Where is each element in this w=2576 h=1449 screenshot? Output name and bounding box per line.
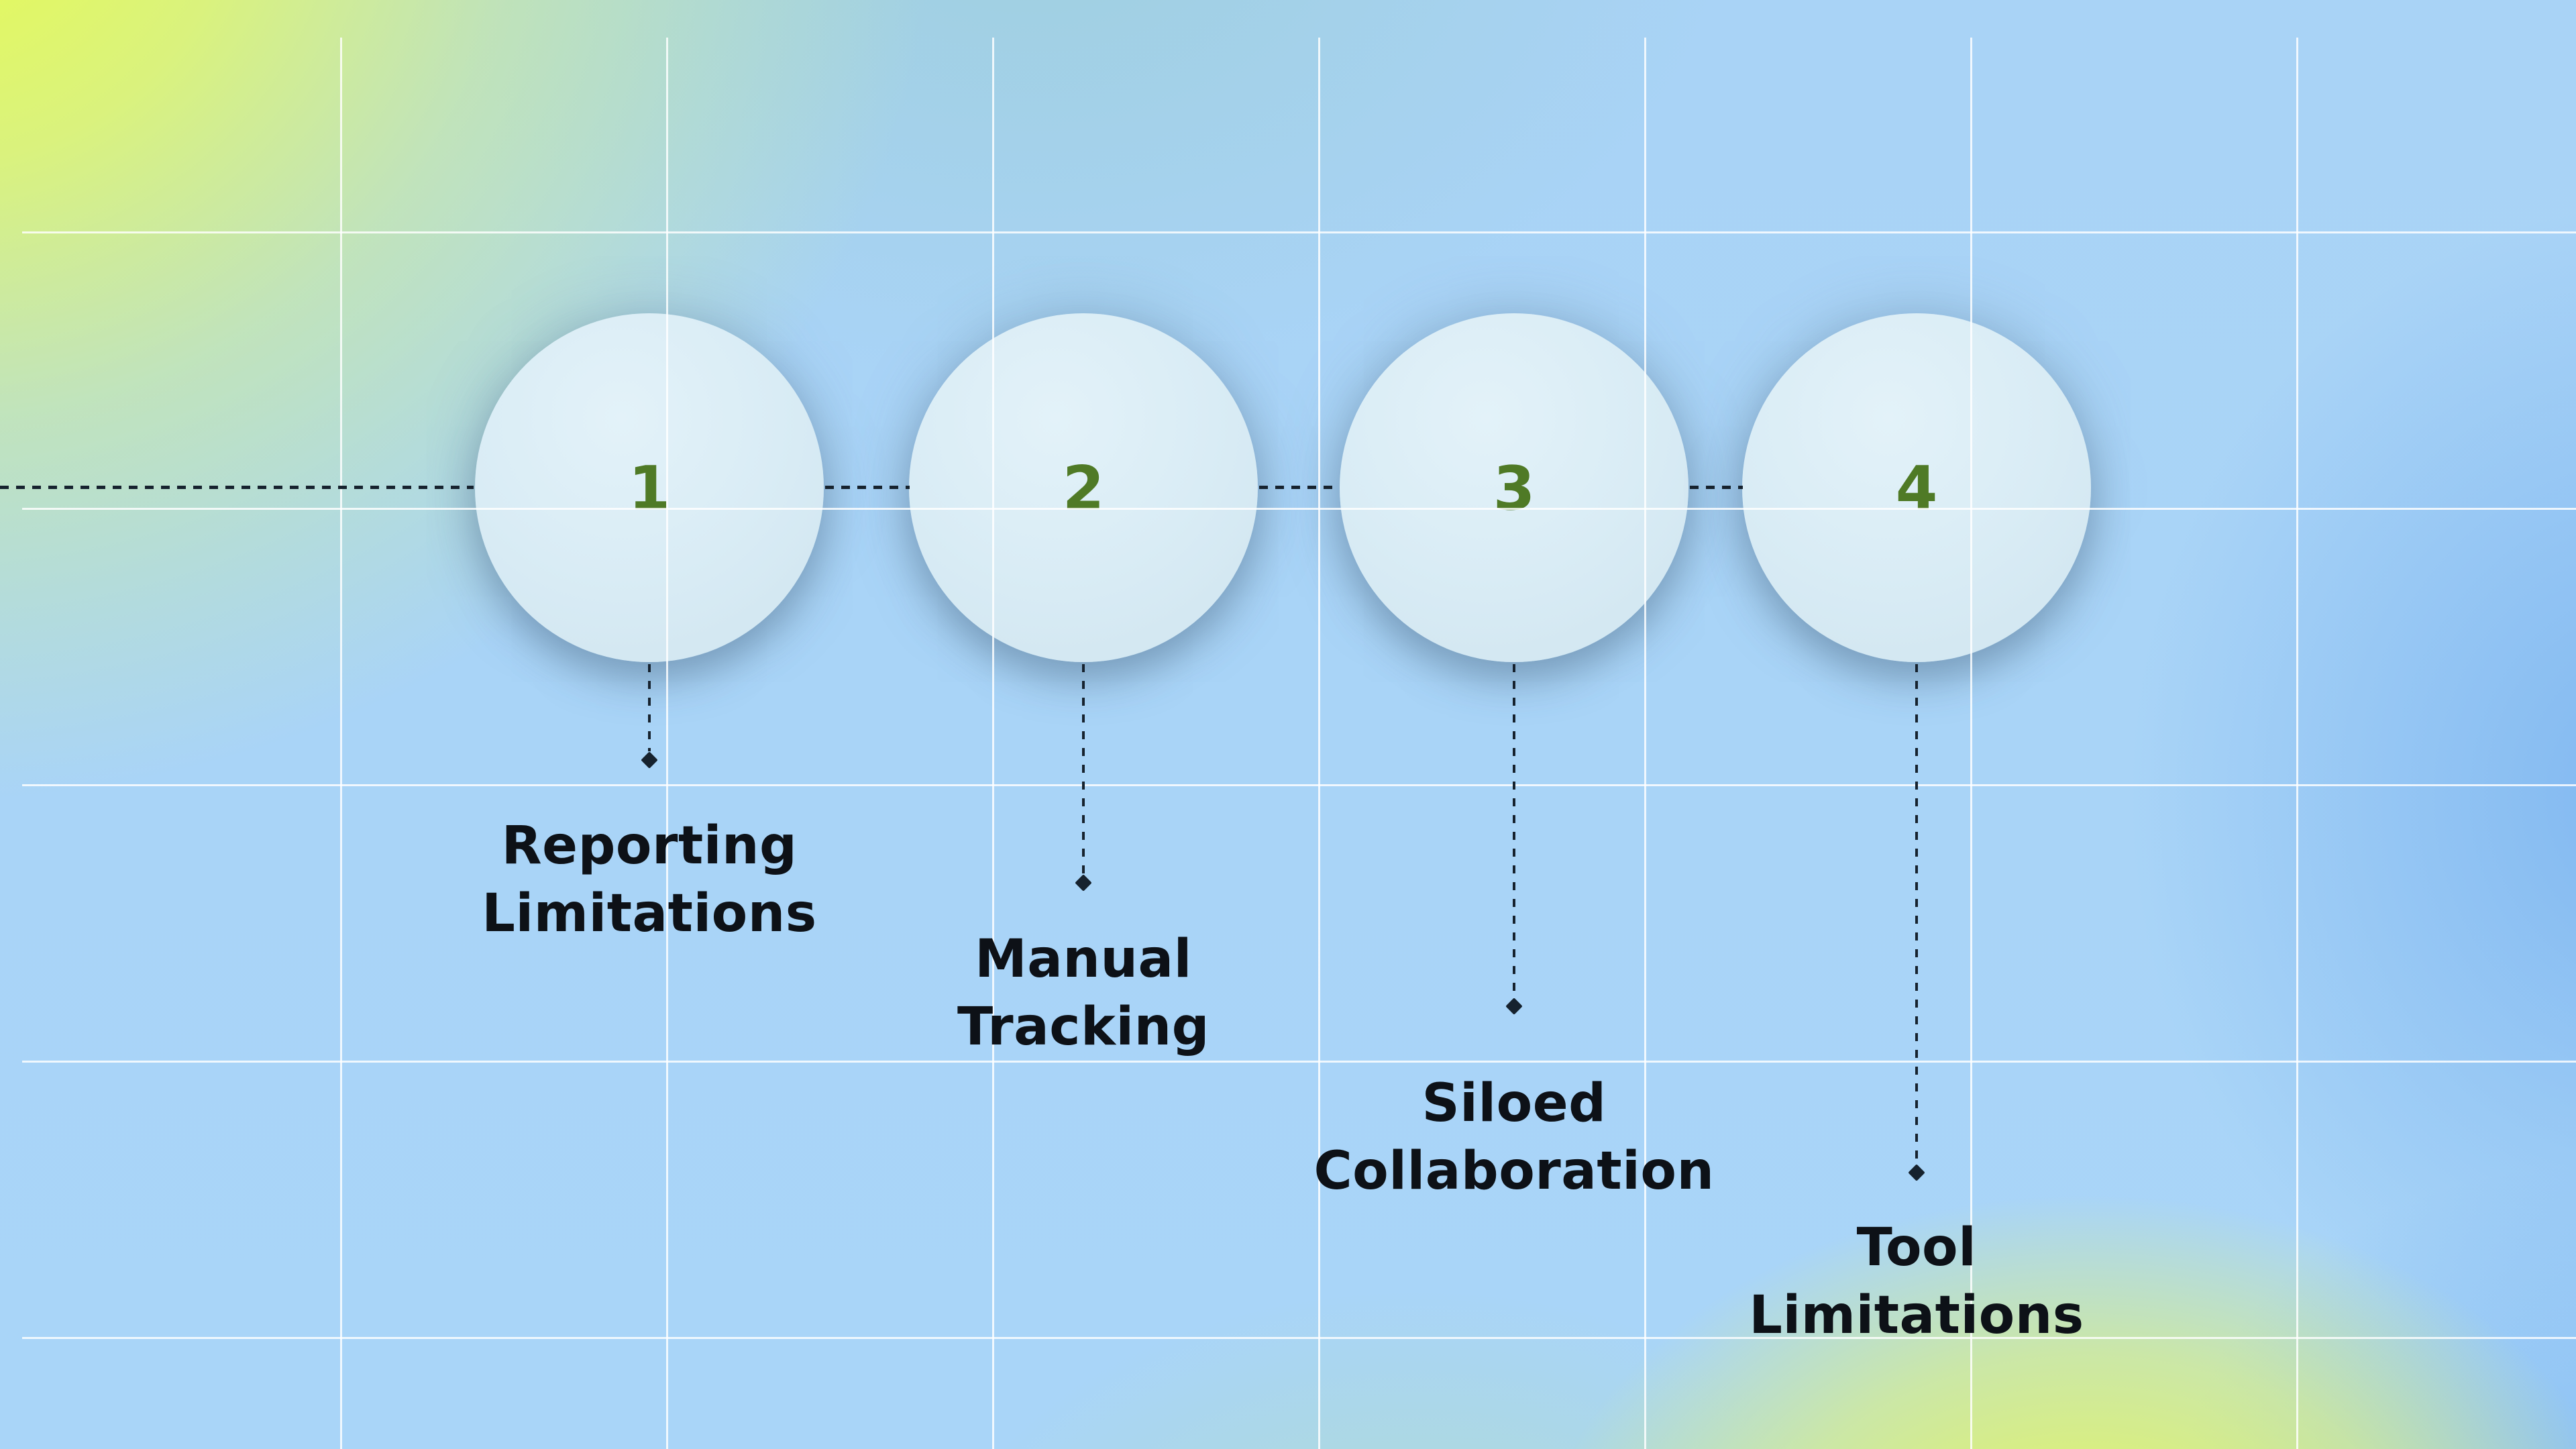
step-label: Manual Tracking: [957, 929, 1210, 1057]
connector-segment-2-3: [1259, 486, 1339, 489]
grid-line-v: [1318, 38, 1320, 1449]
step-label: Reporting Limitations: [482, 816, 817, 944]
connector-segment-3-4: [1690, 486, 1743, 489]
step-connector-vline: [648, 664, 651, 751]
step-connector-vline: [1915, 664, 1918, 1163]
step-circle-2: 2: [909, 313, 1258, 662]
grid-line-v: [340, 38, 342, 1449]
grid-line-h: [22, 784, 2576, 786]
grid-line-v: [1970, 38, 1972, 1449]
grid-line-v: [1644, 38, 1646, 1449]
step-circle-3: 3: [1340, 313, 1688, 662]
grid-line-v: [992, 38, 994, 1449]
step-connector-vline: [1513, 664, 1515, 997]
step-connector-vline: [1082, 664, 1085, 873]
step-label: Siloed Collaboration: [1313, 1073, 1715, 1201]
grid-line-h: [22, 231, 2576, 233]
grid-line-v: [666, 38, 668, 1449]
grid-line-v: [2296, 38, 2298, 1449]
diamond-endpoint-icon: [1908, 1164, 1925, 1181]
step-label: Tool Limitations: [1749, 1218, 2084, 1346]
connector-segment-1-2: [825, 486, 910, 489]
grid-line-h: [22, 508, 2576, 510]
grid-line-h: [22, 1061, 2576, 1063]
connector-segment-left: [0, 486, 474, 489]
step-circle-1: 1: [475, 313, 824, 662]
grid-line-h: [22, 1337, 2576, 1339]
